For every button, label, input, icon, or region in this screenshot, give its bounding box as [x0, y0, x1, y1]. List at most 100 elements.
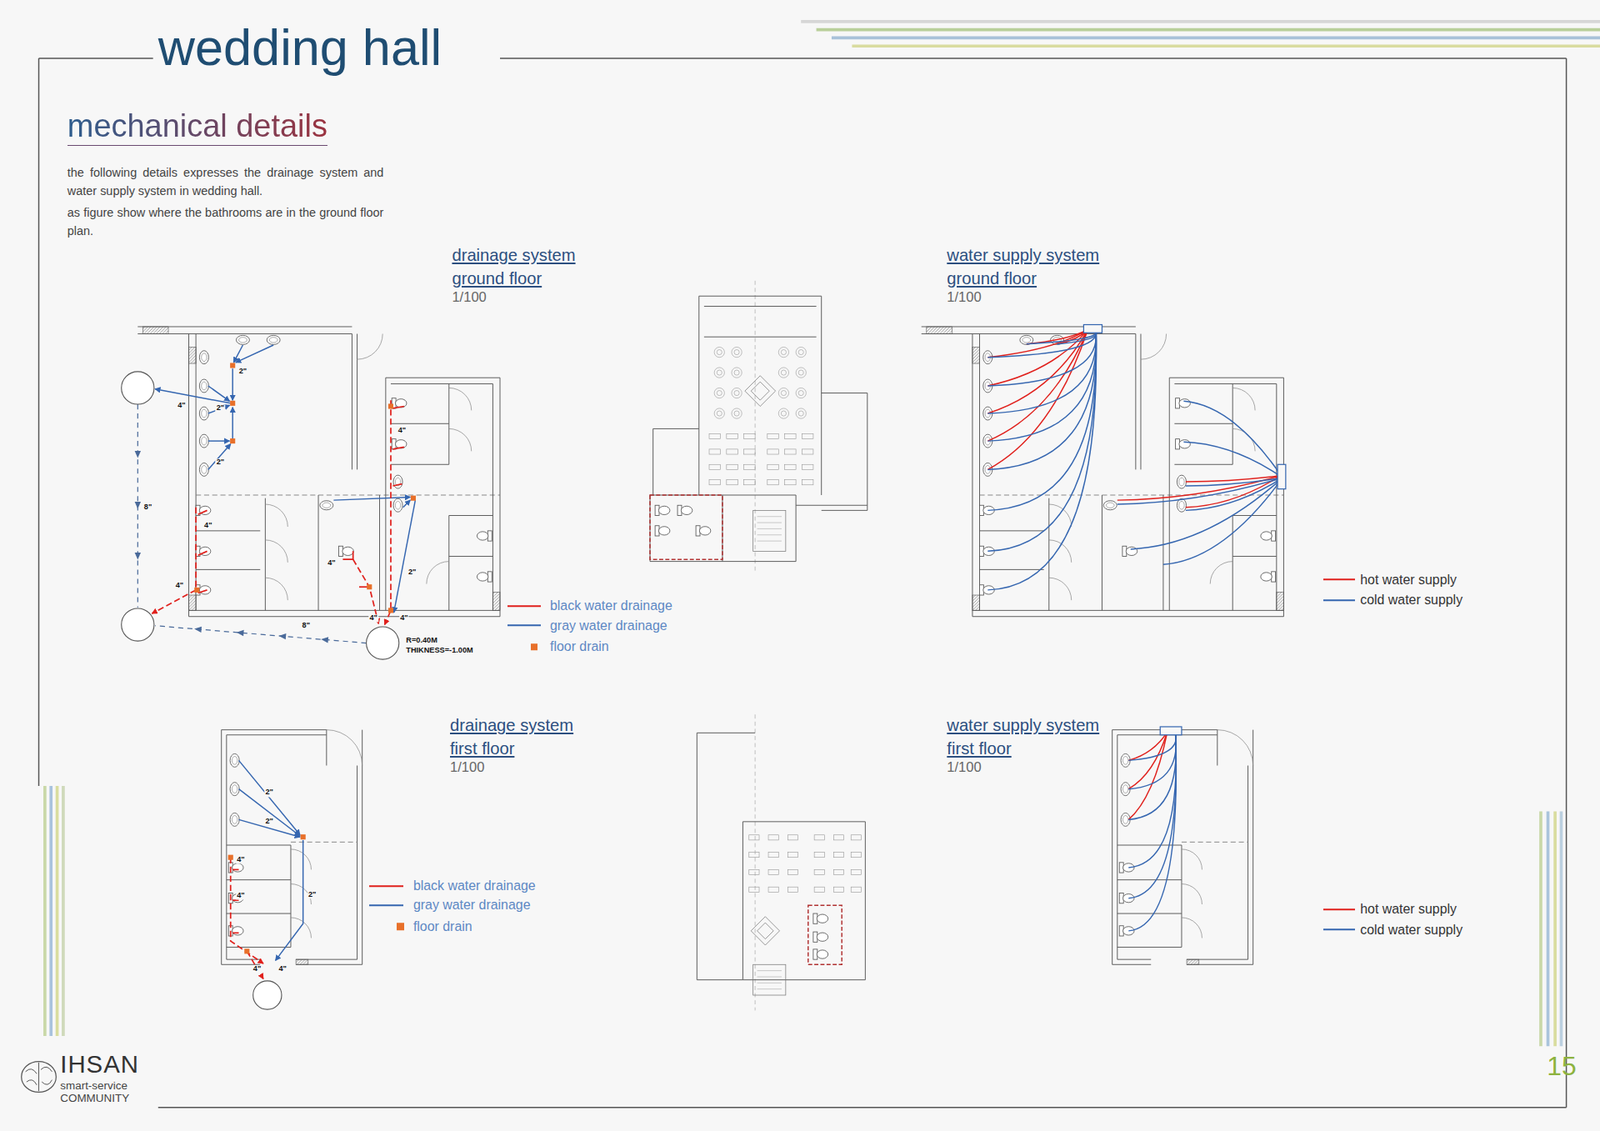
pipe-diameter: 2" — [407, 568, 417, 576]
sink-symbol — [1105, 502, 1115, 508]
legend-line — [369, 904, 403, 906]
legend-text: gray water drainage — [550, 618, 668, 634]
wall-line — [698, 295, 700, 495]
wall-line — [195, 334, 197, 611]
toilet-symbol — [655, 525, 670, 536]
door-swing — [1049, 577, 1072, 600]
manhole-note: R=0.40M — [405, 636, 437, 645]
wall-hatch — [142, 326, 169, 335]
sink-symbol — [201, 465, 207, 475]
wall-line — [921, 333, 1136, 335]
toilet-symbol — [677, 505, 693, 515]
legend-line — [507, 605, 541, 607]
toilet-symbol — [195, 505, 211, 515]
manhole — [121, 608, 155, 641]
door-swing — [426, 561, 450, 585]
pipe-diameter: 4" — [235, 856, 245, 865]
supply-pipe — [987, 330, 1096, 590]
wall-hatch — [492, 591, 500, 610]
wall-line — [385, 377, 386, 610]
legend-item: floor drain — [530, 640, 610, 655]
pipe-line — [198, 550, 208, 555]
description-text: as figure show where the bathrooms are i… — [67, 203, 385, 241]
legend-item: floor drain — [396, 919, 472, 935]
legend-line — [1323, 579, 1355, 581]
pipe-line — [231, 368, 233, 400]
sink-symbol — [235, 335, 250, 345]
legend-item: gray water drainage — [369, 897, 530, 913]
pipe-diameter: 2" — [307, 890, 317, 899]
wall-line — [188, 334, 190, 617]
pipe-line — [1565, 58, 1567, 1108]
manhole-note: THIKNESS=-1.00M — [405, 646, 473, 655]
sink-symbol — [199, 406, 209, 420]
ground-supply-pipes — [987, 325, 1286, 590]
wall-hatch — [295, 959, 309, 965]
pipe-line — [232, 931, 239, 934]
pipe-line — [757, 988, 782, 990]
wall-line — [356, 334, 358, 360]
pipe-line — [230, 857, 264, 964]
pipe-line — [757, 528, 782, 530]
wall-line — [137, 325, 352, 327]
pipe-line — [392, 405, 404, 408]
pipe-diameter: 4" — [235, 892, 245, 900]
pipe-diameter: 4" — [203, 521, 213, 530]
pipe-line — [394, 500, 416, 613]
legend-item: black water drainage — [507, 599, 673, 615]
manhole — [366, 626, 400, 660]
wall-line — [704, 305, 817, 307]
wall-line — [696, 979, 743, 980]
floor-drain — [410, 495, 416, 501]
legend-item: cold water supply — [1323, 922, 1463, 938]
wall-hatch — [1186, 959, 1200, 965]
wall-line — [390, 423, 450, 425]
supply-pipe — [1128, 732, 1176, 760]
floor-drain — [366, 584, 372, 590]
flow-arrow — [135, 552, 141, 560]
sink-symbol — [201, 353, 207, 362]
wall-line — [1216, 730, 1218, 766]
sink-symbol — [266, 335, 280, 345]
wall-line — [1117, 946, 1182, 948]
floor-drain — [230, 438, 235, 444]
pipe-line — [333, 496, 410, 500]
supply-pipe — [1183, 400, 1283, 478]
pipe-line — [235, 345, 274, 363]
wall-line — [653, 428, 700, 430]
wall-line — [189, 610, 500, 611]
toilet-symbol — [391, 439, 407, 450]
legend-item: gray water drainage — [507, 618, 668, 634]
pipe-line — [38, 1062, 40, 1091]
legend-text: cold water supply — [1360, 922, 1463, 938]
wall-line — [1140, 359, 1141, 470]
pipe-diameter: 4" — [175, 581, 185, 590]
wall-line — [1275, 384, 1277, 611]
sink-symbol — [1122, 755, 1128, 765]
wall-line — [221, 729, 327, 730]
scale-note: 1/100 — [451, 289, 486, 305]
pipe-line — [43, 785, 47, 1036]
manhole — [121, 371, 155, 405]
flow-arrow — [194, 625, 202, 633]
pipe-line — [757, 540, 782, 542]
wall-line — [1111, 730, 1113, 965]
sheet-frame — [39, 21, 1600, 1108]
legend-text: floor drain — [550, 640, 610, 655]
wall-hatch — [189, 346, 197, 364]
supply-pipe — [1117, 477, 1283, 505]
wall-line — [1283, 377, 1285, 617]
supply-pipe — [987, 330, 1096, 441]
pipe-line — [208, 444, 231, 470]
door-swing — [357, 334, 384, 360]
supply-pipe — [1128, 732, 1176, 820]
floor-drain — [388, 403, 394, 409]
floor-drain — [244, 948, 250, 954]
toilet-symbol — [695, 525, 711, 536]
sink-symbol — [230, 782, 240, 796]
toilet-symbol — [1260, 530, 1276, 541]
pipe-line — [1553, 811, 1557, 1047]
wall-line — [379, 495, 380, 610]
sink-symbol — [1176, 475, 1186, 489]
wall-line — [742, 821, 865, 980]
